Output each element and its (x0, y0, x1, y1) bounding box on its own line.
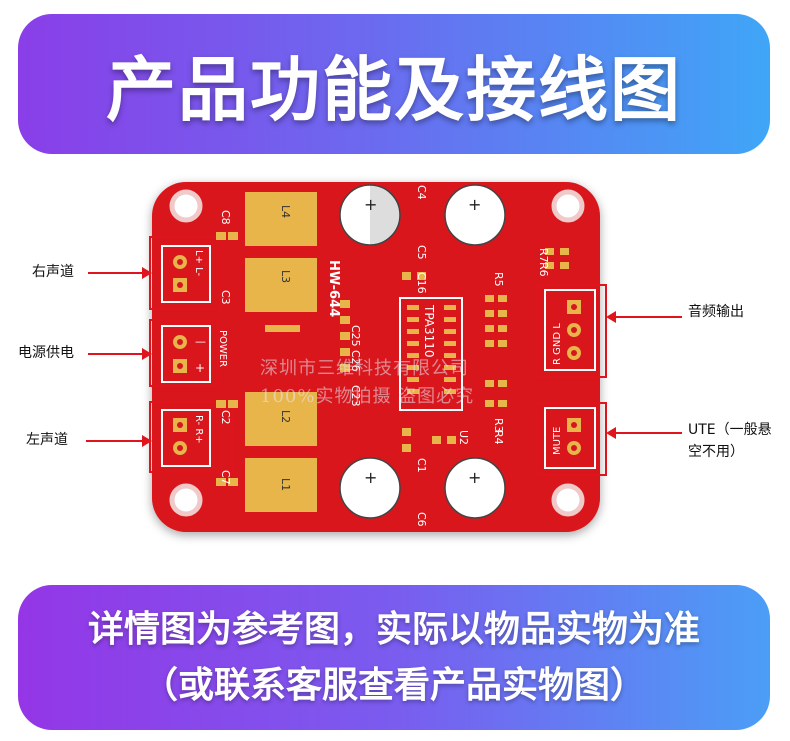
silk-r4: R4 (492, 430, 505, 445)
silk-cap-plus-2: + (468, 195, 481, 214)
page-title: 产品功能及接线图 (106, 48, 682, 131)
amplifier-chip-outline (399, 297, 463, 411)
silk-c26: C26 (349, 350, 362, 372)
silk-c5: C5 (415, 245, 428, 260)
mounting-holes (169, 189, 585, 517)
label-audio-output: 音频输出 (688, 304, 744, 320)
arrow-mute (606, 427, 682, 439)
smd-pads (216, 232, 569, 486)
silk-c2: C2 (219, 410, 232, 425)
inductors (245, 192, 317, 512)
silk-c16: C16 (415, 272, 428, 294)
terminal-left-channel (149, 401, 233, 473)
electrolytic-capacitors (339, 184, 506, 519)
watermark-line2: 100%实物拍摄 盗图必究 (260, 386, 475, 407)
silk-c25: C25 (349, 325, 362, 347)
silk-r6: R6 (537, 262, 550, 277)
silk-power: POWER (217, 330, 228, 367)
silk-c1: C1 (415, 458, 428, 473)
silk-c3: C3 (219, 290, 232, 305)
silk-pwr-plus: + (195, 361, 205, 375)
silk-r5: R5 (492, 272, 505, 287)
silk-model: HW-644 (326, 260, 341, 317)
silk-l1: L1 (279, 478, 292, 491)
terminal-power (149, 319, 219, 387)
disclaimer-line1: 详情图为参考图，实际以物品实物为准 (87, 608, 700, 650)
label-mute-line1: UTE（一般悬 (688, 422, 772, 438)
terminal-audio-output (537, 284, 607, 378)
silk-c7: C7 (219, 470, 232, 485)
title-banner: 产品功能及接线图 (18, 14, 770, 154)
terminal-right-channel (149, 236, 221, 310)
terminal-mute (537, 402, 607, 476)
silk-c23: C23 (349, 385, 362, 407)
silk-cap-plus-1: + (364, 195, 377, 214)
silk-l-pins: L+ L- (193, 250, 204, 277)
disclaimer-line2: （或联系客服查看产品实物图） (141, 664, 646, 706)
label-left-channel: 左声道 (26, 432, 68, 448)
arrow-power-supply (88, 348, 152, 360)
silk-c4: C4 (415, 185, 428, 200)
silk-r-pins: R- R+ (193, 415, 204, 444)
label-right-channel: 右声道 (32, 264, 74, 280)
silk-c8: C8 (219, 210, 232, 225)
arrow-audio-output (606, 311, 682, 323)
arrow-right-channel (88, 267, 152, 279)
silk-l2: L2 (279, 410, 292, 423)
watermark: 深圳市三维科技有限公司 100%实物拍摄 盗图必究 (260, 355, 474, 411)
silk-r3: R3 (492, 418, 505, 433)
silk-chip: TPA3110 (422, 304, 436, 358)
chip-pins (407, 305, 456, 394)
label-power-supply: 电源供电 (18, 345, 74, 361)
silk-pwr-minus: — (195, 335, 206, 348)
disclaimer-banner: 详情图为参考图，实际以物品实物为准 （或联系客服查看产品实物图） (18, 585, 770, 730)
label-mute-line2: 空不用） (688, 444, 744, 460)
silk-u2: U2 (457, 430, 470, 445)
silk-mute: MUTE (552, 427, 563, 455)
silk-l3: L3 (279, 270, 292, 283)
silk-cap-plus-3: + (364, 468, 377, 487)
silk-l4: L4 (279, 205, 292, 218)
silk-r7: R7 (537, 248, 550, 263)
watermark-line1: 深圳市三维科技有限公司 (260, 358, 469, 379)
arrow-left-channel (86, 435, 152, 447)
silk-rgl: R GND L (552, 323, 563, 365)
silk-cap-plus-4: + (468, 468, 481, 487)
silk-c6: C6 (415, 512, 428, 527)
